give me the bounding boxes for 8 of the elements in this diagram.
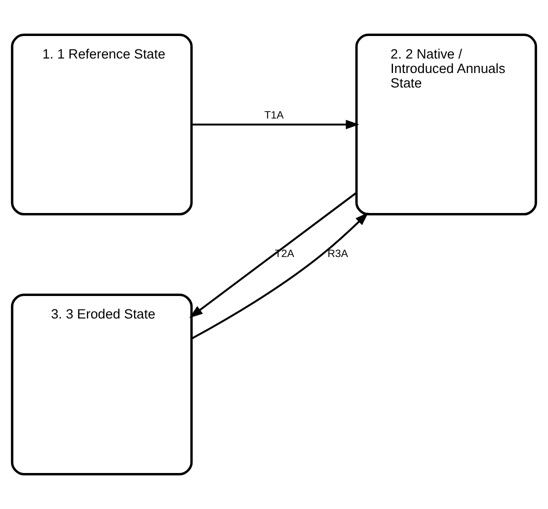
- node-box: 2. 2 Native / Introduced Annuals State: [355, 34, 538, 216]
- node-box: 3. 3 Eroded State: [10, 294, 193, 476]
- arrow: [189, 192, 357, 318]
- edge-label: R3A: [328, 248, 348, 260]
- arrow: [191, 212, 368, 340]
- arrow: [192, 120, 360, 130]
- edge-label: T1A: [264, 110, 284, 122]
- node-box: 1. 1 Reference State: [10, 34, 193, 216]
